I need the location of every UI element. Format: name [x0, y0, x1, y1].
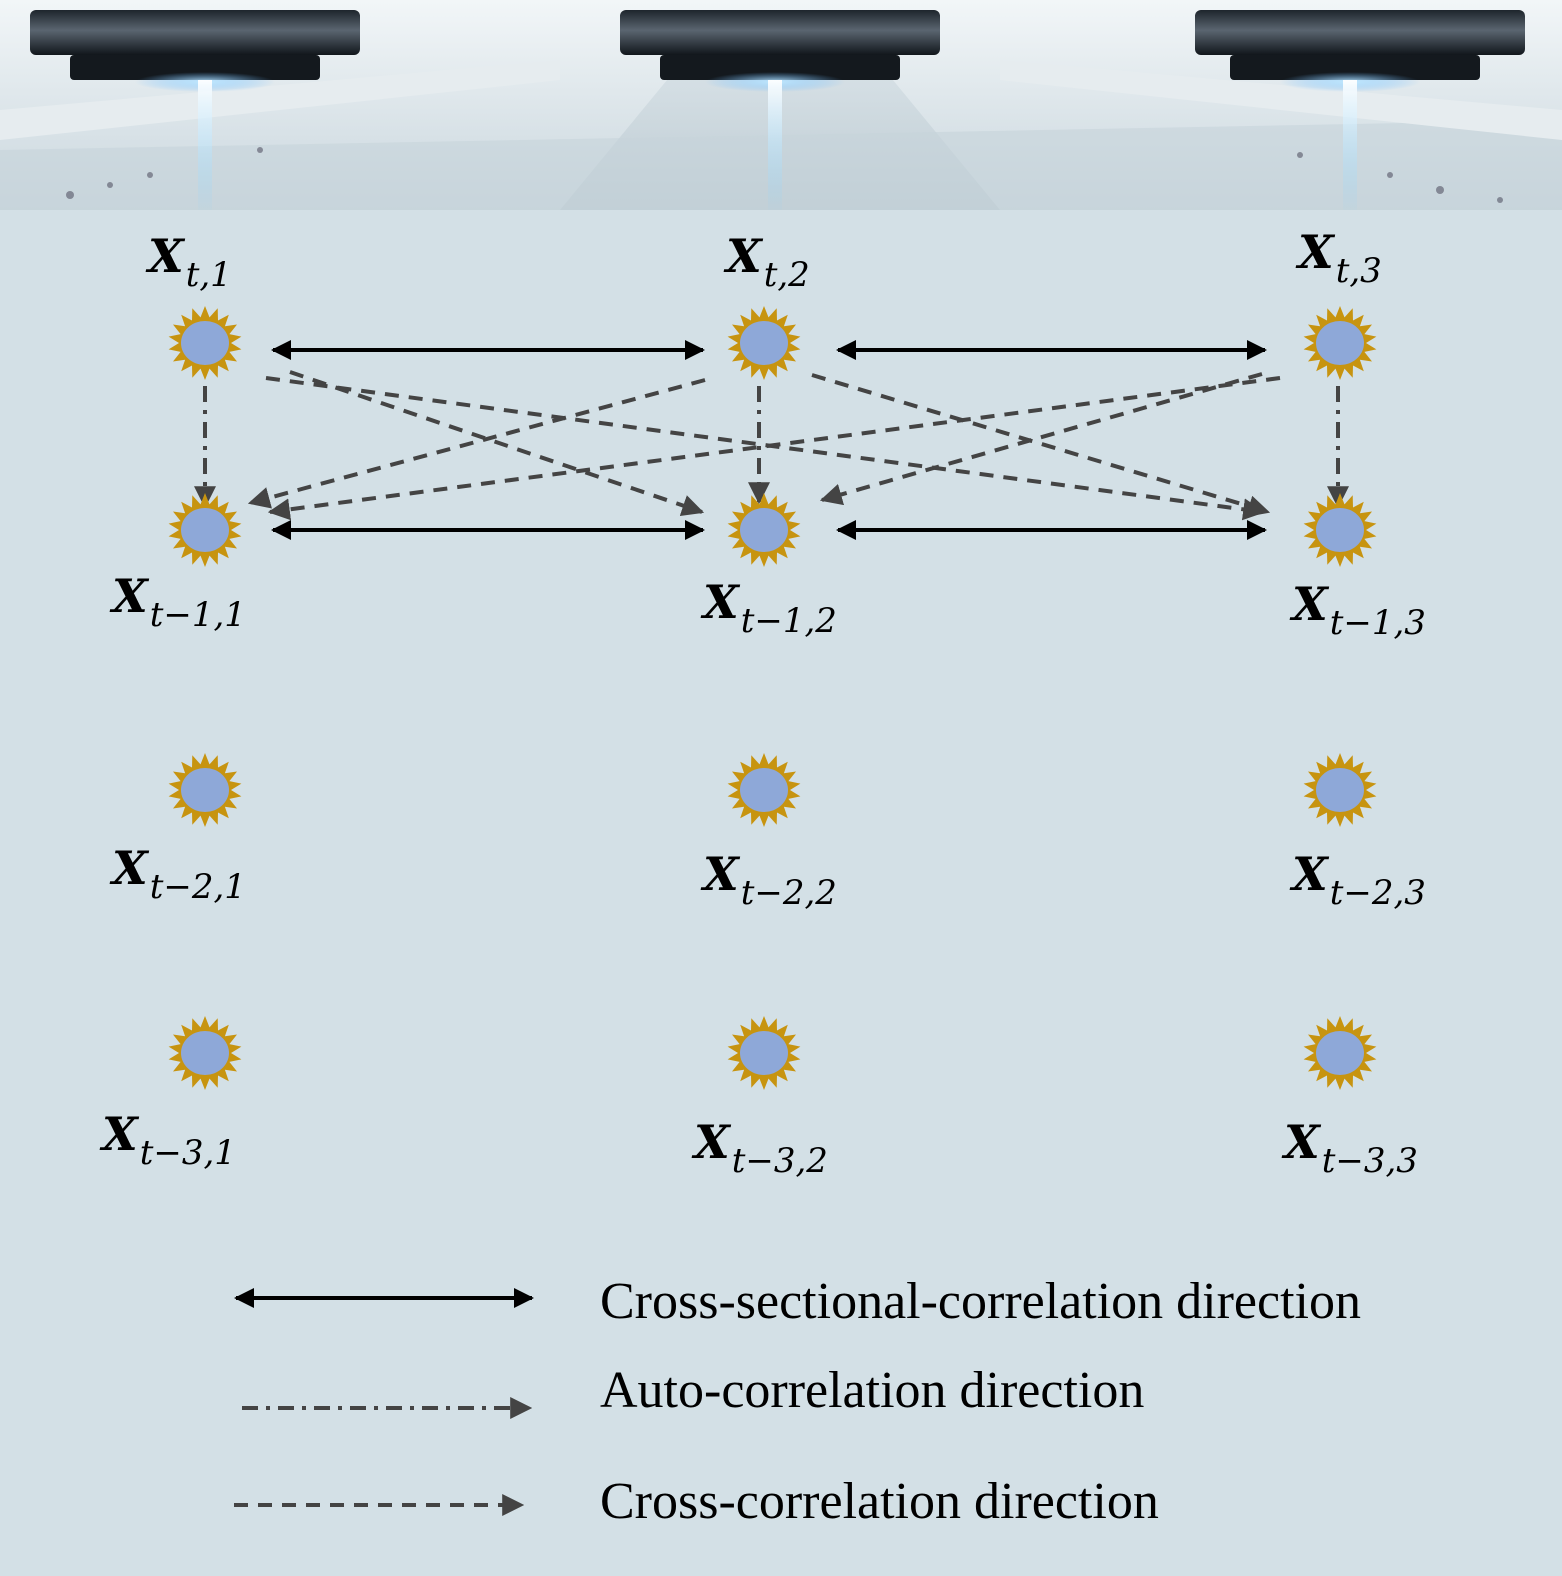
node-core [1316, 1031, 1364, 1075]
cross-arrow-t3-t11 [267, 376, 1281, 521]
node-label-base: X [109, 841, 150, 895]
node-label-t2: Xt,2 [723, 229, 810, 295]
node-t2 [727, 306, 801, 380]
legend: Cross-sectional-correlation direction Au… [234, 1273, 1361, 1530]
node-label-t33: Xt−3,3 [1281, 1115, 1418, 1181]
node-label-t21: Xt−2,1 [109, 841, 246, 907]
node-label-t11: Xt−1,1 [109, 569, 246, 635]
node-label-t13: Xt−1,3 [1289, 577, 1426, 643]
node-label-subscript: t−3,3 [1322, 1141, 1418, 1181]
node-label-subscript: t−2,1 [150, 867, 246, 907]
node-t1 [168, 306, 242, 380]
node-label-base: X [145, 229, 186, 283]
node-core [1316, 508, 1364, 552]
node-label-subscript: t,3 [1336, 251, 1382, 291]
node-label-base: X [700, 575, 741, 629]
cross-arrow-t3-t12 [819, 372, 1263, 506]
node-t3 [1303, 306, 1377, 380]
node-core [1316, 768, 1364, 812]
node-label-subscript: t−2,3 [1330, 873, 1426, 913]
node-t23 [1303, 753, 1377, 827]
node-label-subscript: t,2 [764, 255, 810, 295]
node-label-base: X [1295, 225, 1336, 279]
node-label-subscript: t−3,1 [140, 1133, 236, 1173]
node-label-base: X [723, 229, 764, 283]
node-t31 [168, 1016, 242, 1090]
node-t22 [727, 753, 801, 827]
node-label-t23: Xt−2,3 [1289, 847, 1426, 913]
node-label-t12: Xt−1,2 [700, 575, 837, 641]
node-label-subscript: t−1,1 [150, 595, 246, 635]
node-label-subscript: t−1,3 [1330, 603, 1426, 643]
node-core [740, 321, 788, 365]
node-t21 [168, 753, 242, 827]
legend-cross-label: Cross-correlation direction [600, 1473, 1159, 1530]
legend-cross-sectional-label: Cross-sectional-correlation direction [600, 1273, 1361, 1330]
node-label-t32: Xt−3,2 [691, 1115, 828, 1181]
camera-icon [1195, 10, 1525, 210]
camera-icon [30, 10, 360, 210]
nodes-layer [168, 306, 1377, 1090]
edges-layer [194, 340, 1349, 540]
node-label-t22: Xt−2,2 [700, 847, 837, 913]
node-label-base: X [1289, 847, 1330, 901]
node-label-subscript: t−3,2 [732, 1141, 828, 1181]
node-label-base: X [1281, 1115, 1322, 1169]
camera-icon [620, 10, 940, 210]
node-label-subscript: t−1,2 [741, 601, 837, 641]
node-core [740, 1031, 788, 1075]
node-t13 [1303, 493, 1377, 567]
diagram-background [0, 210, 1562, 1576]
banner-image [0, 0, 1562, 210]
node-label-subscript: t,1 [186, 255, 232, 295]
node-core [740, 508, 788, 552]
node-core [181, 321, 229, 365]
node-t11 [168, 493, 242, 567]
node-label-subscript: t−2,2 [741, 873, 837, 913]
node-label-t1: Xt,1 [145, 229, 232, 295]
node-core [181, 768, 229, 812]
node-t12 [727, 493, 801, 567]
node-label-base: X [1289, 577, 1330, 631]
node-core [1316, 321, 1364, 365]
cross-arrow-t2-t13 [811, 373, 1271, 517]
node-label-base: X [700, 847, 741, 901]
node-t33 [1303, 1016, 1377, 1090]
node-label-base: X [691, 1115, 732, 1169]
legend-auto-label: Auto-correlation direction [600, 1362, 1144, 1419]
node-core [740, 768, 788, 812]
node-core [181, 508, 229, 552]
node-label-t31: Xt−3,1 [99, 1107, 236, 1173]
node-label-base: X [109, 569, 150, 623]
node-label-base: X [99, 1107, 140, 1161]
cross-arrow-t1-t12 [289, 370, 705, 517]
node-label-t3: Xt,3 [1295, 225, 1382, 291]
cross-arrow-t2-t11 [247, 378, 706, 509]
node-t32 [727, 1016, 801, 1090]
node-core [181, 1031, 229, 1075]
